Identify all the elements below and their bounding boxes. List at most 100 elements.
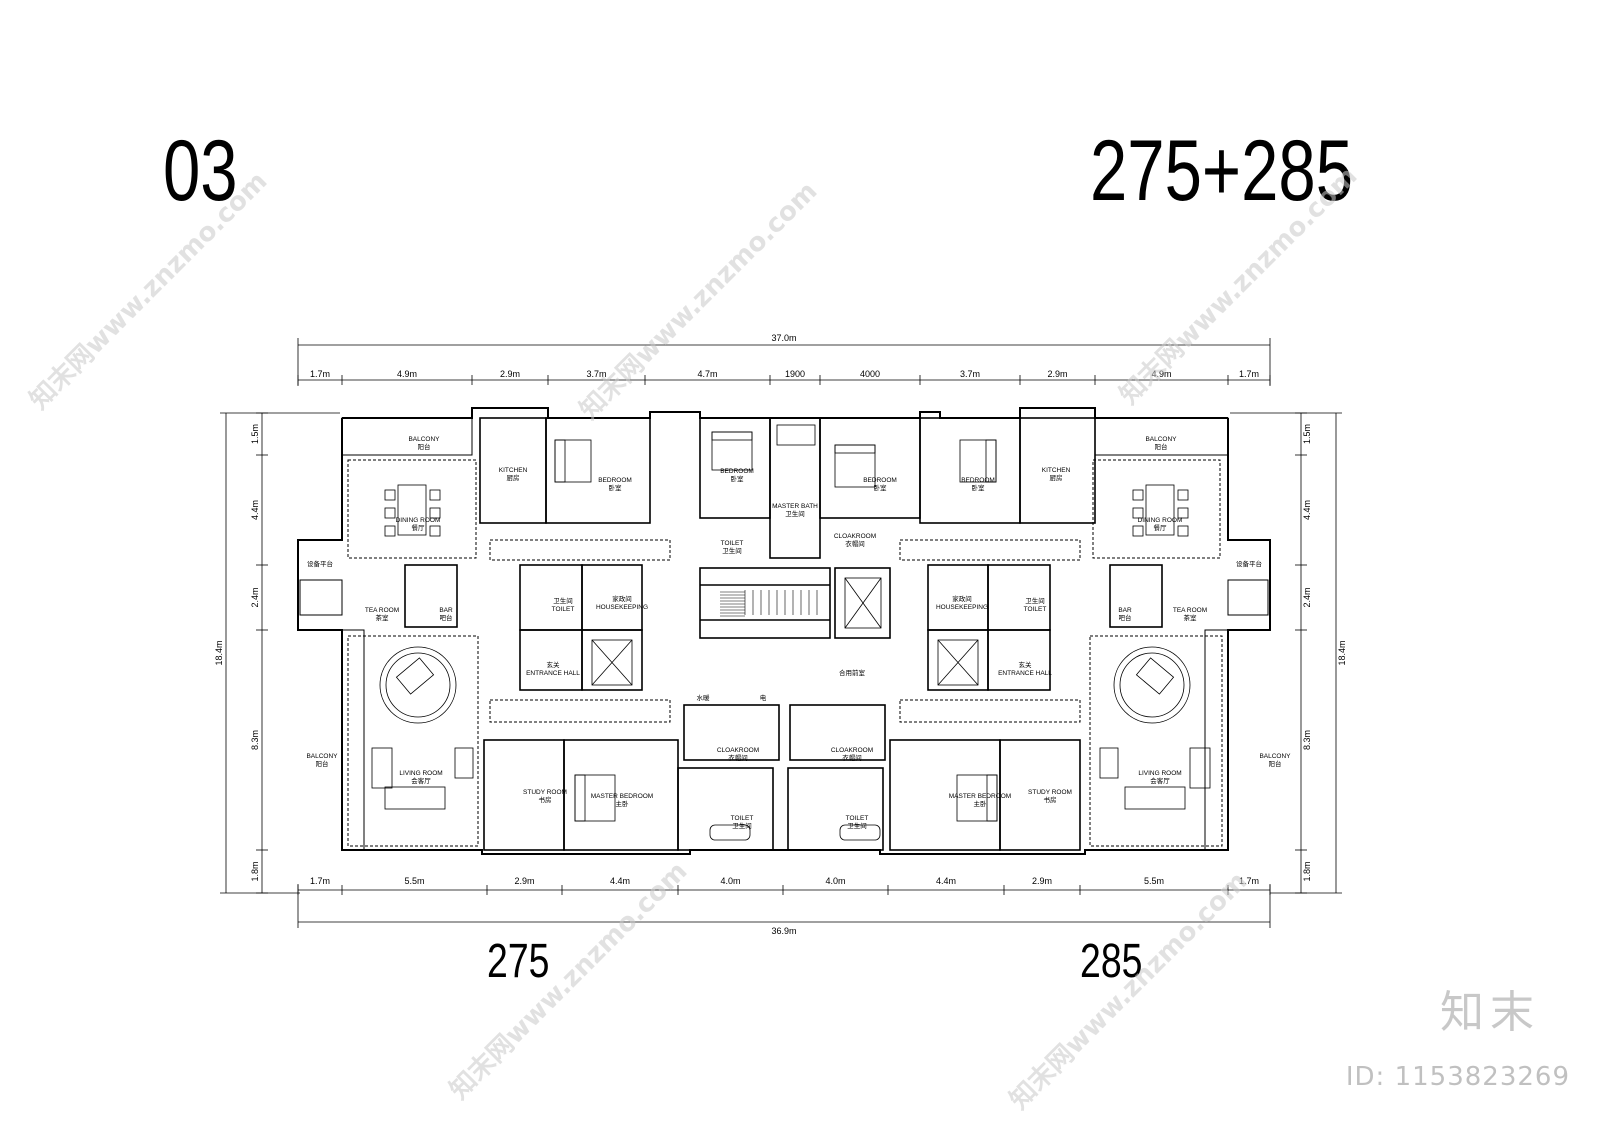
- master-bath-label: MASTER BATH: [772, 503, 818, 510]
- master-bath-cn-label: 卫生间: [785, 509, 805, 518]
- sofas: [371, 747, 1211, 810]
- side-segment-dimension: 2.4m: [250, 587, 260, 607]
- side-segment-dimension: 8.3m: [250, 730, 260, 750]
- bar-label: BAR: [439, 607, 453, 614]
- top-total-dimension: 37.0m: [771, 333, 796, 343]
- balcony-label: BALCONY: [306, 753, 338, 760]
- bedroom-cn-label: 卧室: [609, 483, 623, 492]
- bedroom-cn-label: 卧室: [874, 483, 888, 492]
- bed-furniture: [554, 431, 998, 822]
- master-bedroom-label: MASTER BEDROOM: [949, 793, 1011, 800]
- brand-logo-watermark: 知末: [1440, 987, 1540, 1038]
- bottom-segment-dimension: 2.9m: [1032, 876, 1052, 886]
- bottom-segment-dimension: 4.0m: [720, 876, 740, 886]
- right-total-dimension: 18.4m: [1337, 640, 1347, 665]
- kitchen-label: KITCHEN: [1042, 467, 1071, 474]
- water-shaft-label: 水暖: [697, 693, 711, 702]
- bar-cn-label: 吧台: [440, 613, 453, 622]
- elevator-shafts: [591, 577, 979, 686]
- toilet-label: TOILET: [846, 815, 869, 822]
- entrance-cn-label: 玄关: [1019, 660, 1033, 669]
- housekeeping-label: HOUSEKEEPING: [936, 604, 988, 611]
- balcony-cn-label: 阳台: [1155, 442, 1168, 451]
- bedroom-cn-label: 卧室: [731, 474, 745, 483]
- balcony-cn-label: 阳台: [316, 759, 329, 768]
- top-dimension-chain: [297, 338, 1271, 386]
- right-unit-label: 285: [1080, 935, 1143, 988]
- housekeeping-label: HOUSEKEEPING: [596, 604, 648, 611]
- living-room-cn-label: 会客厅: [411, 776, 431, 785]
- dining-label: DINING ROOM: [396, 517, 441, 524]
- bedroom-label: BEDROOM: [598, 477, 632, 484]
- room-labels: BALCONY 阳台 BALCONY 阳台 KITCHEN 厨房 KITCHEN…: [306, 436, 1291, 830]
- toilet-cn-label: 卫生间: [553, 596, 573, 605]
- master-bedroom-cn-label: 主卧: [974, 799, 988, 808]
- bathtubs: [709, 424, 881, 841]
- dining-chair: [384, 489, 396, 501]
- bar-cn-label: 吧台: [1119, 613, 1132, 622]
- bottom-segment-dimension: 1.7m: [1239, 876, 1259, 886]
- entrance-cn-label: 玄关: [547, 660, 561, 669]
- cloakroom-label: CLOAKROOM: [831, 747, 873, 754]
- cloakroom-label: CLOAKROOM: [834, 533, 876, 540]
- kitchen-cn-label: 厨房: [1050, 473, 1063, 482]
- cloakroom-label: CLOAKROOM: [717, 747, 759, 754]
- toilet-cn-label: 卫生间: [722, 546, 742, 555]
- stair-treads: [720, 590, 818, 617]
- unit-combination-title: 275+285: [1090, 123, 1354, 219]
- round-lounges: [379, 646, 1191, 724]
- side-segment-dimension: 4.4m: [250, 500, 260, 520]
- top-segment-dimension: 1.7m: [1239, 369, 1259, 379]
- toilet-label: TOILET: [721, 540, 744, 547]
- tea-room-cn-label: 茶室: [1184, 613, 1198, 622]
- toilet-cn-label: 卫生间: [1025, 596, 1045, 605]
- kitchen-cn-label: 厨房: [507, 473, 520, 482]
- bottom-dimension-chain: [297, 884, 1271, 928]
- balcony-cn-label: 阳台: [1269, 759, 1282, 768]
- balcony-label: BALCONY: [1145, 436, 1177, 443]
- dining-cn-label: 餐厅: [412, 523, 426, 532]
- housekeeping-cn-label: 家政间: [952, 594, 972, 603]
- entrance-label: ENTRANCE HALL: [998, 670, 1052, 677]
- cloakroom-cn-label: 衣帽间: [842, 753, 862, 762]
- bedroom-label: BEDROOM: [720, 468, 754, 475]
- bottom-segment-dimension: 4.4m: [936, 876, 956, 886]
- top-segment-dimension: 3.7m: [960, 369, 980, 379]
- study-room-label: STUDY ROOM: [523, 789, 567, 796]
- toilet-cn-label: 卫生间: [847, 821, 867, 830]
- top-segment-dimension: 1900: [785, 369, 805, 379]
- bedroom-label: BEDROOM: [863, 477, 897, 484]
- top-segment-dimension: 4.7m: [697, 369, 717, 379]
- top-segment-dimension: 4.9m: [397, 369, 417, 379]
- cloakroom-cn-label: 衣帽间: [845, 539, 865, 548]
- dining-label: DINING ROOM: [1138, 517, 1183, 524]
- dining-chair: [1177, 489, 1189, 501]
- cloakroom-cn-label: 衣帽间: [728, 753, 748, 762]
- top-segment-dimension: 2.9m: [1047, 369, 1067, 379]
- dining-chair: [384, 507, 396, 519]
- top-segment-dimension: 4.9m: [1151, 369, 1171, 379]
- side-segment-dimension: 8.3m: [1302, 730, 1312, 750]
- side-segment-dimension: 4.4m: [1302, 500, 1312, 520]
- side-segment-dimension: 1.8m: [1302, 861, 1312, 881]
- sheet-number: 03: [163, 123, 238, 219]
- bottom-segment-dimension: 2.9m: [514, 876, 534, 886]
- dining-cn-label: 餐厅: [1154, 523, 1168, 532]
- living-room-cn-label: 会客厅: [1150, 776, 1170, 785]
- dining-chair: [1177, 525, 1189, 537]
- right-side-dimension-labels: 1.5m4.4m2.4m8.3m1.8m: [1302, 424, 1312, 882]
- tea-room-label: TEA ROOM: [365, 607, 399, 614]
- top-segment-dimension: 4000: [860, 369, 880, 379]
- toilet-label: TOILET: [731, 815, 754, 822]
- bottom-segment-dimension: 5.5m: [1144, 876, 1164, 886]
- left-side-dimension-labels: 1.5m4.4m2.4m8.3m1.8m: [250, 424, 260, 882]
- study-room-cn-label: 书房: [1044, 795, 1057, 804]
- toilet-label: TOILET: [1024, 606, 1047, 613]
- master-bedroom-cn-label: 主卧: [616, 799, 630, 808]
- kitchen-label: KITCHEN: [499, 467, 528, 474]
- equipment-platform-label: 设备平台: [1236, 559, 1262, 568]
- side-segment-dimension: 1.5m: [250, 424, 260, 444]
- housekeeping-cn-label: 家政间: [612, 594, 632, 603]
